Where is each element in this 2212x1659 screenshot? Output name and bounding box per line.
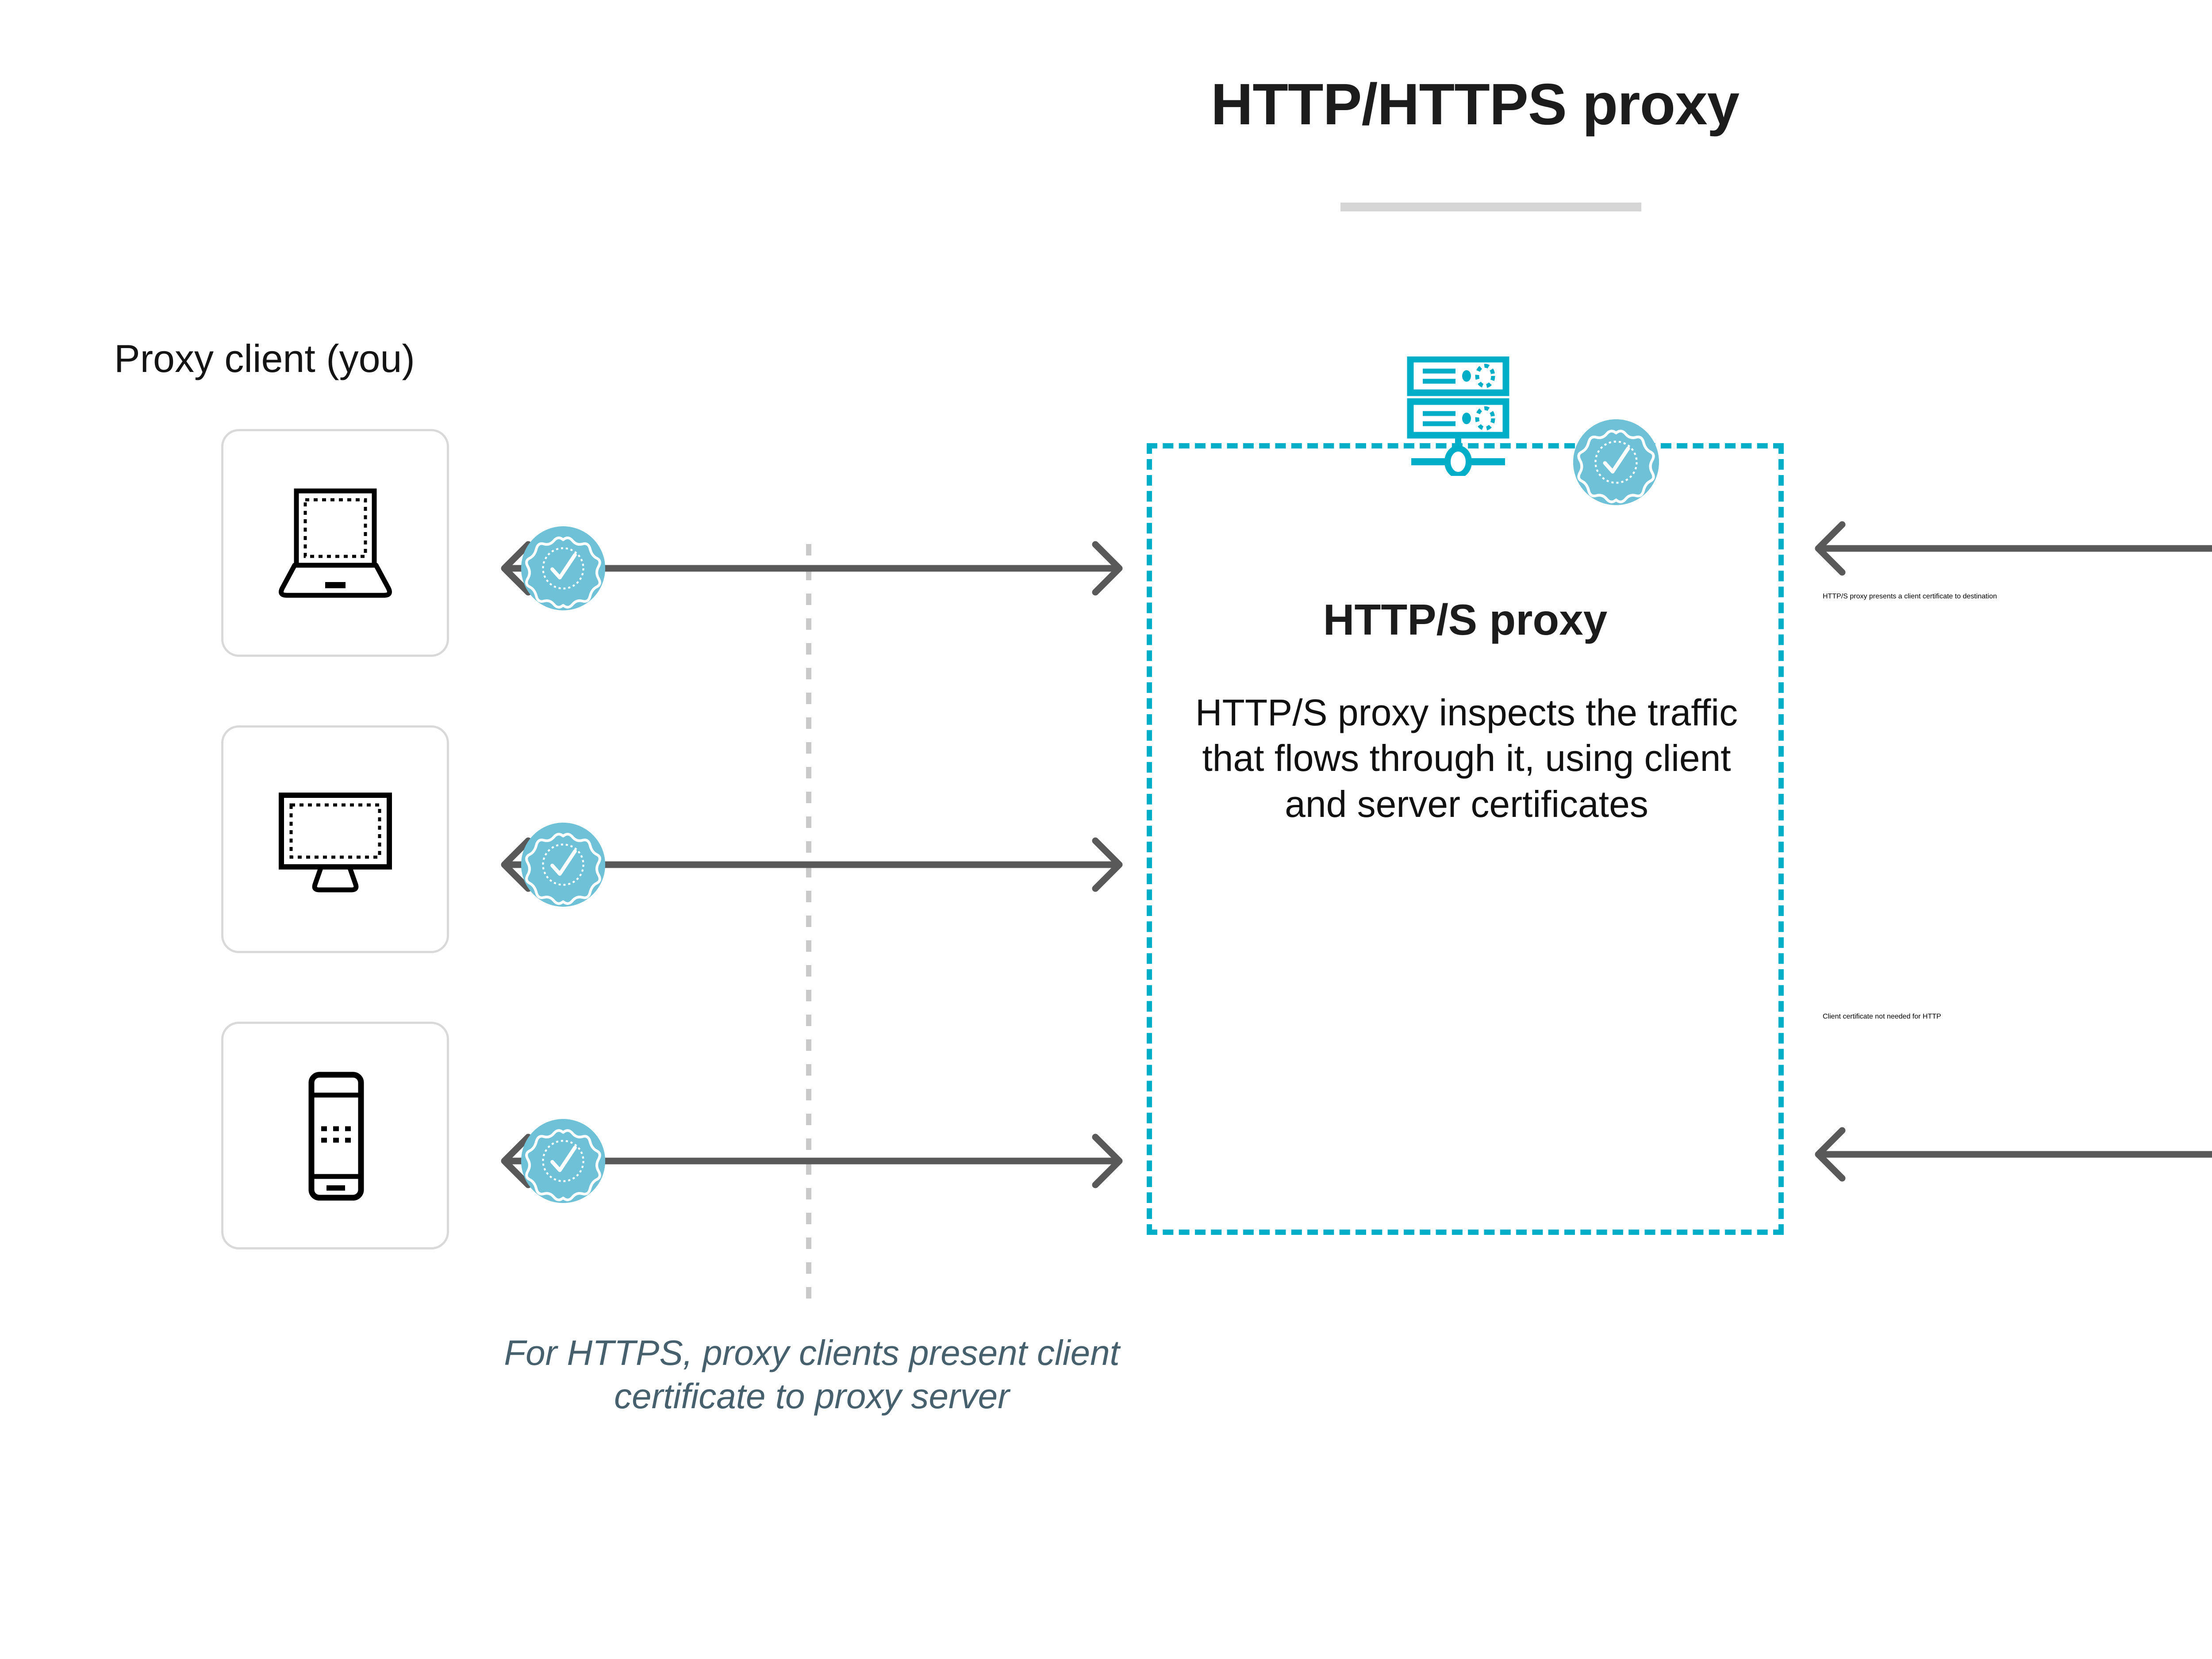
client-card-laptop[interactable]: [221, 429, 449, 657]
double-arrow-icon: [1815, 521, 2212, 576]
proxy-cert-badge: [1573, 419, 1659, 505]
proxy-box: [1147, 443, 1784, 1235]
client-cert-badge-1: [521, 823, 605, 907]
title-divider: [1340, 203, 1641, 211]
proxy-body-text: HTTP/S proxy inspects the traffic that f…: [1195, 692, 1738, 825]
client-card-smartphone[interactable]: [221, 1022, 449, 1249]
smartphone-icon: [308, 1072, 364, 1200]
client-card-monitor[interactable]: [221, 725, 449, 953]
double-arrow-icon: [501, 541, 1123, 596]
client-flow-arrow-1: [482, 834, 1141, 896]
flow-caption-http: Client certificate not needed for HTTP: [1823, 1013, 1941, 1020]
client-cert-badge-2: [521, 1119, 605, 1203]
laptop-icon: [278, 488, 392, 598]
clients-caption: For HTTPS, proxy clients present client …: [504, 1333, 1120, 1416]
certificate-badge-icon: [521, 1119, 605, 1203]
server-rack-icon: [1407, 356, 1509, 478]
monitor-icon: [278, 792, 392, 892]
flow-caption-https: HTTP/S proxy presents a client certifica…: [1823, 593, 1997, 600]
client-cert-badge-0: [521, 526, 605, 610]
client-flow-arrow-0: [482, 537, 1141, 599]
double-arrow-icon: [1815, 1127, 2212, 1182]
client-flow-arrow-2: [482, 1130, 1141, 1192]
proxy-to-dest-arrow-http: [1796, 1123, 2212, 1185]
certificate-badge-icon: [1573, 419, 1659, 505]
clients-section-heading: Proxy client (you): [114, 337, 415, 380]
page-title: HTTP/HTTPS proxy: [1210, 72, 1740, 137]
certificate-badge-icon: [521, 526, 605, 610]
double-arrow-icon: [501, 837, 1123, 892]
client-dashed-connector: [806, 544, 811, 1305]
server-rack-icon-wrap: [1397, 356, 1530, 478]
double-arrow-icon: [501, 1134, 1123, 1188]
proxy-title: HTTP/S proxy: [1323, 595, 1608, 644]
certificate-badge-icon: [521, 823, 605, 907]
proxy-to-dest-arrow-https: [1796, 517, 2212, 579]
